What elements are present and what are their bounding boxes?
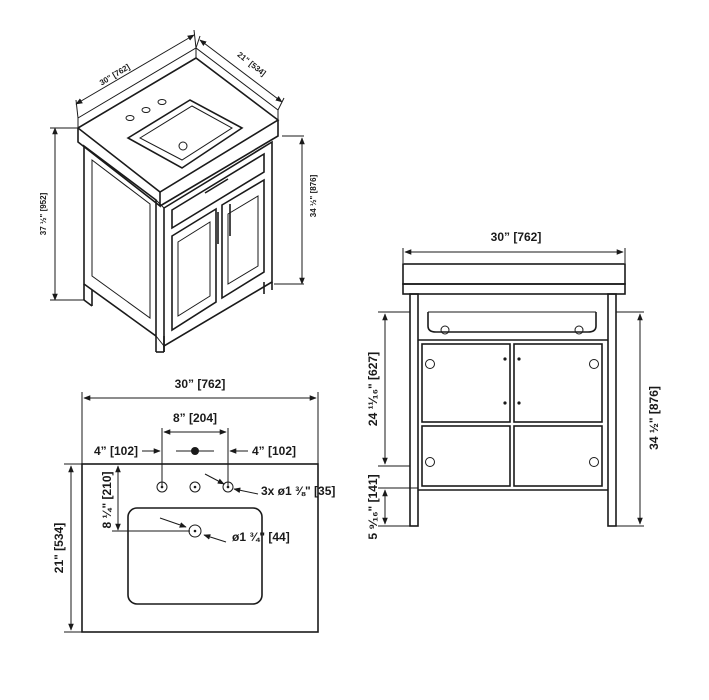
front-door-upper-right — [513, 343, 603, 423]
top-drain-label: ø1 ¾" [44] — [232, 530, 290, 544]
iso-faucet-hole — [157, 99, 167, 105]
front-door-upper-left — [421, 343, 511, 423]
top-width-label: 30” [762] — [175, 377, 226, 391]
front-left-leg — [409, 293, 419, 527]
top-faucet-spread-label: 8” [204] — [173, 411, 217, 425]
front-backsplash — [402, 263, 626, 285]
front-door-height-label: 24 ¹¹⁄₁₆" [627] — [366, 352, 380, 426]
iso-countertop-edge — [77, 128, 161, 208]
iso-depth-label: 21" [534] — [236, 50, 268, 78]
front-sink-outline — [427, 312, 597, 333]
top-faucet-hole-left — [156, 481, 168, 493]
top-faucet-hole-right — [222, 481, 234, 493]
isometric-view: 30" [762] 21" [534] 37 ½" [952] 34 ½" [8… — [39, 29, 318, 353]
front-hinge — [589, 359, 599, 369]
front-countertop — [402, 283, 626, 295]
iso-cabinet-height-label: 34 ½" [876] — [309, 174, 318, 217]
front-height-label: 34 ½" [876] — [647, 386, 661, 450]
iso-faucet-hole — [125, 115, 135, 121]
top-drain — [188, 524, 202, 538]
top-view: 30” [762] 8” [204] 4” [102] 4” [102] 3x … — [52, 377, 335, 633]
iso-drain — [178, 141, 188, 151]
top-countertop — [81, 463, 319, 633]
top-faucet-holes-label: 3x ø1 ⅜" [35] — [261, 484, 335, 498]
front-kick-height-label: 5 ⁹⁄₁₆" [141] — [366, 474, 380, 539]
iso-drawer — [171, 152, 265, 230]
front-width-label: 30” [762] — [491, 230, 542, 244]
top-left-offset-label: 4” [102] — [94, 444, 138, 458]
front-door-lower-right — [513, 425, 603, 487]
front-right-leg — [607, 293, 617, 527]
iso-door-left — [171, 207, 217, 332]
front-hinge — [425, 457, 435, 467]
iso-drawer-handle — [204, 178, 229, 194]
iso-width-dim-line — [75, 34, 195, 105]
front-view: 30” [762] 24 ¹¹⁄₁₆" [627] — [366, 230, 661, 540]
front-hinge — [589, 457, 599, 467]
iso-door-right — [221, 178, 265, 300]
top-right-offset-label: 4” [102] — [252, 444, 296, 458]
top-sink-basin — [127, 507, 263, 605]
top-depth-label: 21" [534] — [52, 523, 66, 573]
front-door-lower-left — [421, 425, 511, 487]
iso-sink-basin — [126, 99, 244, 169]
top-faucet-hole-center — [189, 481, 201, 493]
iso-depth-dim-line — [199, 39, 283, 103]
top-hole-depth-label: 8 ¼" [210] — [100, 471, 114, 528]
iso-faucet-hole — [141, 107, 151, 113]
front-hinge — [425, 359, 435, 369]
iso-overall-height-label: 37 ½" [952] — [39, 192, 48, 235]
